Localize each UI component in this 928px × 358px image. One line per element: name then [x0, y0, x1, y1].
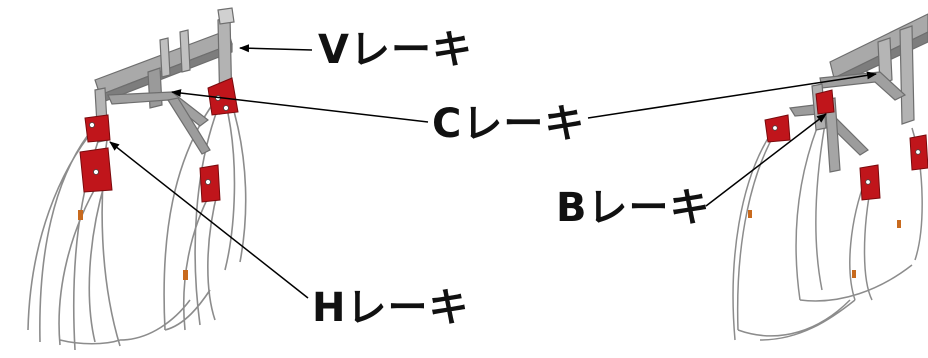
b-rake-arrow: [705, 113, 827, 207]
c-rake-label: Cレーキ: [432, 101, 586, 147]
v-rake-arrow: [239, 44, 313, 53]
h-rake-label: Hレーキ: [312, 285, 470, 331]
right-rake-machine: [732, 13, 928, 341]
left-frame: [94, 7, 235, 155]
left-springs: [78, 210, 188, 280]
h-rake-arrow: [109, 141, 309, 299]
left-tines: [27, 97, 247, 351]
right-springs: [748, 210, 901, 278]
right-tines: [732, 117, 923, 341]
callout-arrows: [109, 44, 877, 299]
left-rake-machine: [27, 7, 247, 351]
b-rake-label: Bレーキ: [556, 185, 711, 231]
c-rake-arrow-right: [587, 71, 877, 119]
c-rake-arrow-left: [171, 89, 429, 123]
v-rake-label: Vレーキ: [318, 27, 473, 73]
